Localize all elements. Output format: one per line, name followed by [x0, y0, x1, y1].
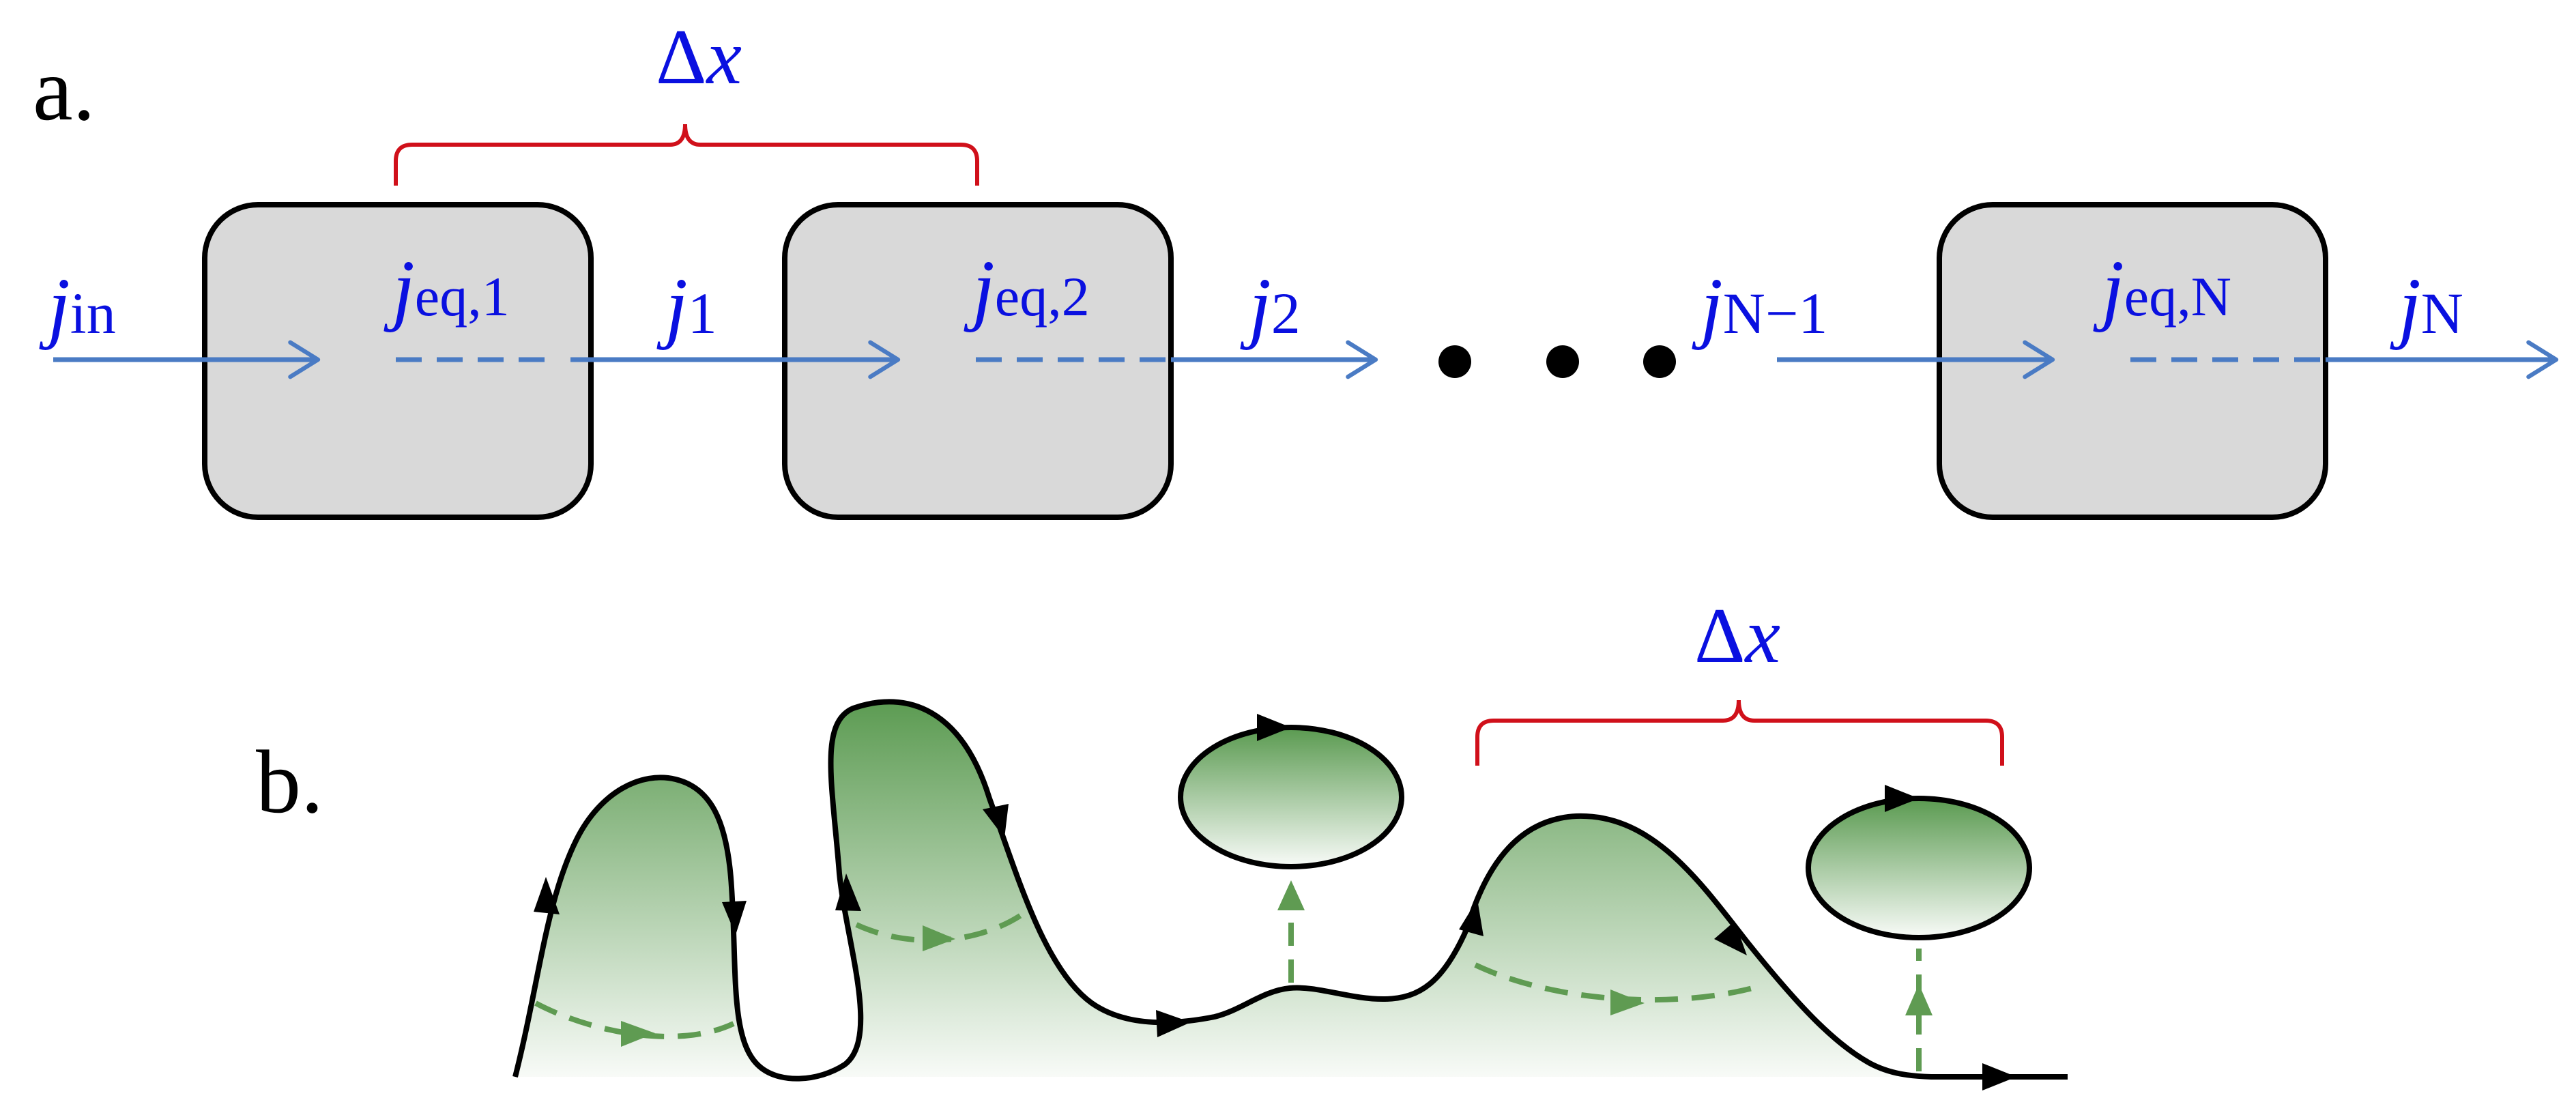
- arrowhead-up-1: [534, 877, 560, 914]
- landscape-arrowheads: [534, 804, 2016, 1090]
- arrowhead-down-2: [983, 804, 1009, 838]
- arrowhead-right-1: [1156, 1010, 1191, 1037]
- delta-x-label-a: Δx: [656, 14, 742, 101]
- label-j-2: j2: [1240, 261, 1301, 351]
- dashed-arrowhead-1: [621, 1021, 655, 1047]
- dashed-arrowhead-2: [923, 925, 955, 951]
- dashed-arrowhead-3: [1610, 989, 1645, 1015]
- label-j-in: jin: [39, 261, 116, 351]
- blob-2-arrowhead: [1885, 785, 1919, 812]
- delta-x-label-b: Δx: [1694, 592, 1780, 680]
- floating-blob-2: [1806, 796, 2032, 940]
- panel-a-label: a.: [33, 39, 96, 139]
- ellipsis-dot-3: [1643, 345, 1676, 378]
- arrowhead-up-2: [835, 873, 861, 911]
- blob-1-arrowhead: [1257, 714, 1291, 741]
- landscape-fill: [515, 702, 1924, 1079]
- dashed-arrowhead-4: [1277, 880, 1305, 910]
- floating-blob-1: [1178, 725, 1404, 869]
- label-j-n-minus-1: jN−1: [1692, 261, 1827, 351]
- label-j-n: jN: [2390, 261, 2463, 351]
- arrowhead-down-1: [722, 901, 747, 935]
- internal-dashed-arrowheads: [621, 880, 1933, 1047]
- label-j-1: j1: [656, 261, 717, 351]
- arrowhead-right-2: [1982, 1063, 2016, 1090]
- ellipsis-dot-1: [1438, 345, 1471, 378]
- delta-x-bracket-a: [394, 124, 979, 186]
- arrowhead-down-3: [1714, 921, 1747, 955]
- ellipsis-dot-2: [1546, 345, 1579, 378]
- dashed-path-3: [1474, 962, 1764, 1003]
- delta-x-bracket-b: [1475, 699, 2004, 766]
- label-j-eq-n: jeq,N: [2093, 244, 2231, 333]
- arrowhead-up-3: [1459, 899, 1484, 936]
- panel-b-label: b.: [256, 732, 323, 832]
- dashed-arrowhead-5: [1905, 984, 1933, 1015]
